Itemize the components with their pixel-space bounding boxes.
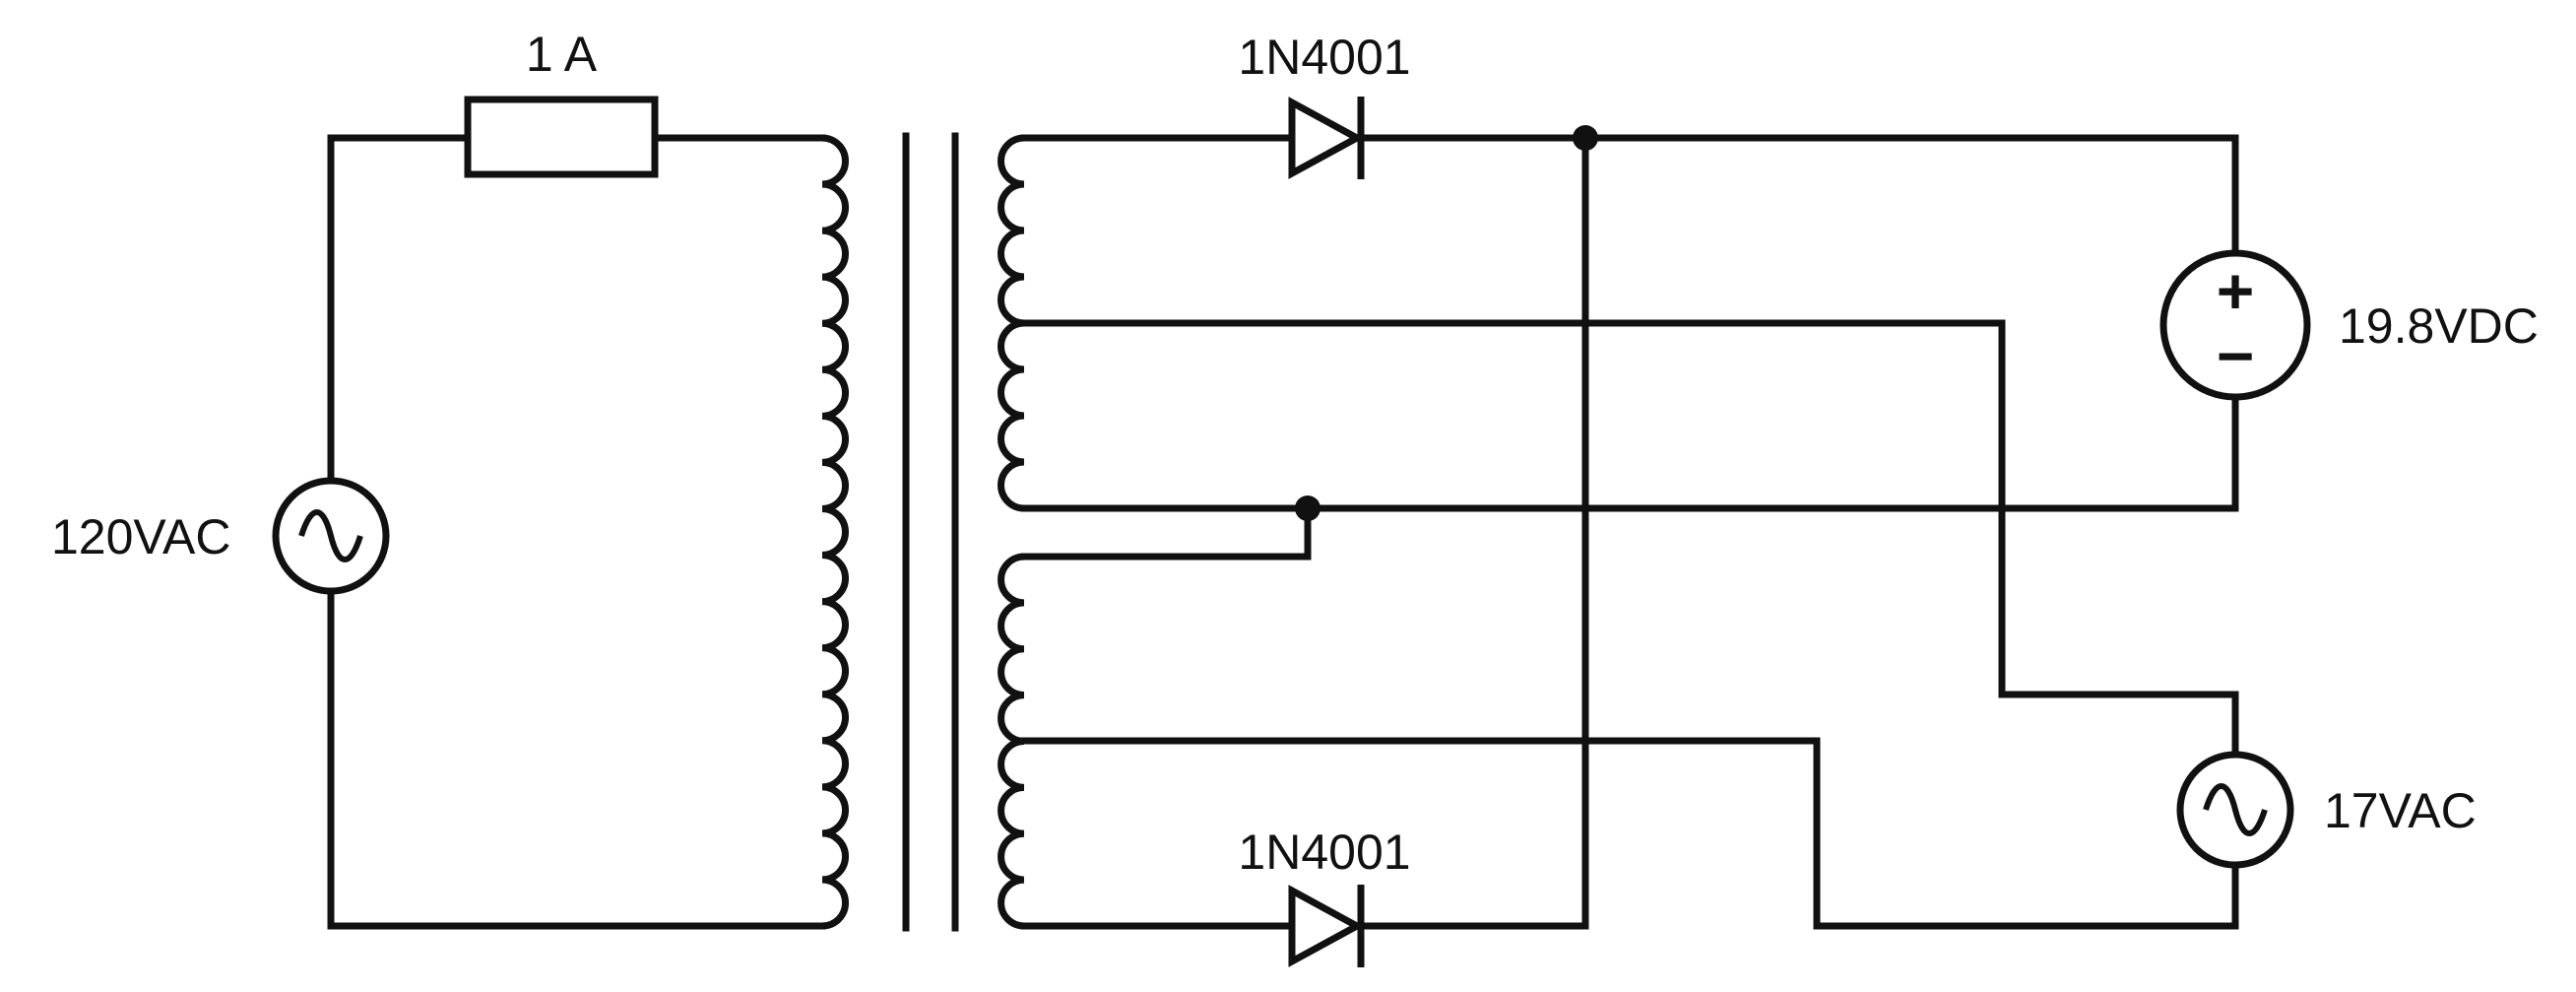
fuse — [464, 96, 659, 178]
primary-winding — [818, 134, 849, 930]
primary-wire-bottom — [327, 585, 826, 930]
wire-top-diode-out — [1355, 134, 2239, 258]
fuse-label: 1 A — [526, 27, 598, 82]
secondary-winding-upper — [998, 134, 1028, 512]
ac-output-label: 17VAC — [2324, 783, 2477, 838]
diode-top-label: 1N4001 — [1238, 30, 1410, 85]
sine-icon — [2203, 783, 2268, 836]
junction-dot-top — [1573, 125, 1598, 151]
wire-center-tap-jog — [1020, 504, 1312, 561]
secondary-winding-lower — [998, 553, 1028, 930]
transformer — [818, 132, 1028, 932]
dc-output-label: 19.8VDC — [2339, 298, 2539, 354]
secondary-circuit: 1N4001 1N4001 + − 19.8VDC 17VAC — [1020, 30, 2539, 967]
ac-output-source — [2176, 751, 2294, 869]
dc-minus-symbol: − — [2217, 319, 2255, 392]
primary-wire-top — [327, 134, 472, 487]
diode-bottom-label: 1N4001 — [1238, 825, 1410, 880]
junction-dot-center — [1295, 496, 1320, 521]
wire-upper-center-tap — [1020, 319, 2239, 758]
wire-center-tap — [1020, 392, 2239, 512]
wire-lower-tap — [1020, 737, 2239, 930]
dc-output-source: + − — [2159, 249, 2311, 401]
diode-bottom — [1288, 885, 1365, 967]
dc-plus-symbol: + — [2217, 254, 2255, 327]
primary-circuit: 1 A 120VAC — [51, 27, 826, 930]
sine-icon — [298, 509, 363, 562]
diode-top — [1288, 97, 1365, 179]
primary-ac-source — [272, 477, 390, 595]
primary-source-label: 120VAC — [51, 509, 231, 564]
